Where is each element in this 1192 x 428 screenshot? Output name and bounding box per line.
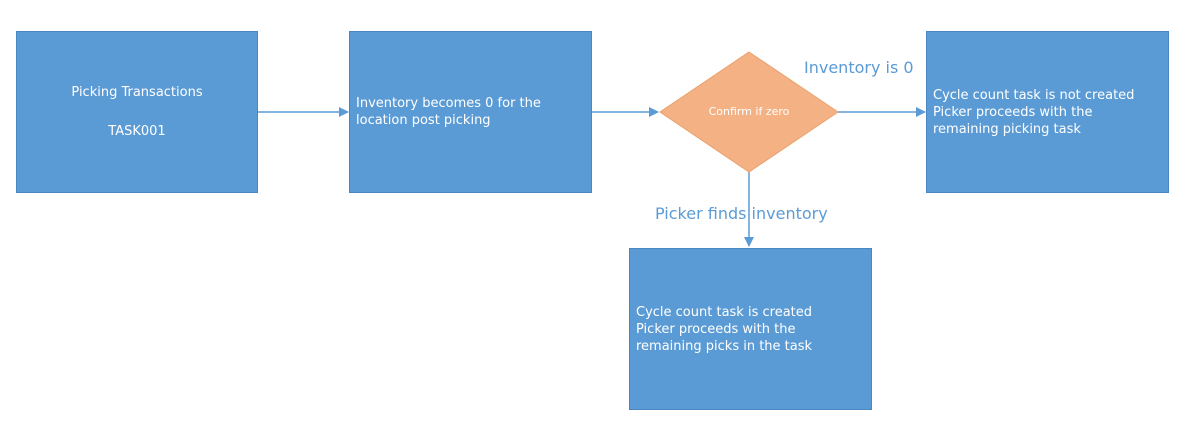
node-created-line-2: Picker proceeds with the	[636, 321, 796, 337]
node-inventory-becomes-zero: Inventory becomes 0 for the location pos…	[349, 31, 592, 193]
node-created-line-1: Cycle count task is created	[636, 304, 813, 320]
decision-diamond	[659, 51, 839, 173]
decision-label: Confirm if zero	[708, 105, 790, 118]
node-cycle-count-not-created: Cycle count task is not created Picker p…	[926, 31, 1169, 193]
node-not-created-line-1: Cycle count task is not created	[933, 87, 1135, 103]
node-picking-line-2: TASK001	[108, 124, 166, 139]
node-not-created-line-3: remaining picking task	[933, 121, 1081, 137]
node-inventory-line-2: location post picking	[356, 113, 491, 128]
node-not-created-line-2: Picker proceeds with the	[933, 104, 1093, 120]
node-picking-line-1: Picking Transactions	[71, 85, 203, 100]
node-inventory-line-1: Inventory becomes 0 for the	[356, 96, 541, 111]
edge-label-inventory-is-zero: Inventory is 0	[804, 58, 914, 77]
node-created-line-3: remaining picks in the task	[636, 338, 813, 354]
node-picking-transactions: Picking Transactions TASK001	[16, 31, 258, 193]
edge-label-picker-finds-inventory: Picker finds inventory	[655, 204, 828, 223]
node-cycle-count-created: Cycle count task is created Picker proce…	[629, 248, 872, 410]
